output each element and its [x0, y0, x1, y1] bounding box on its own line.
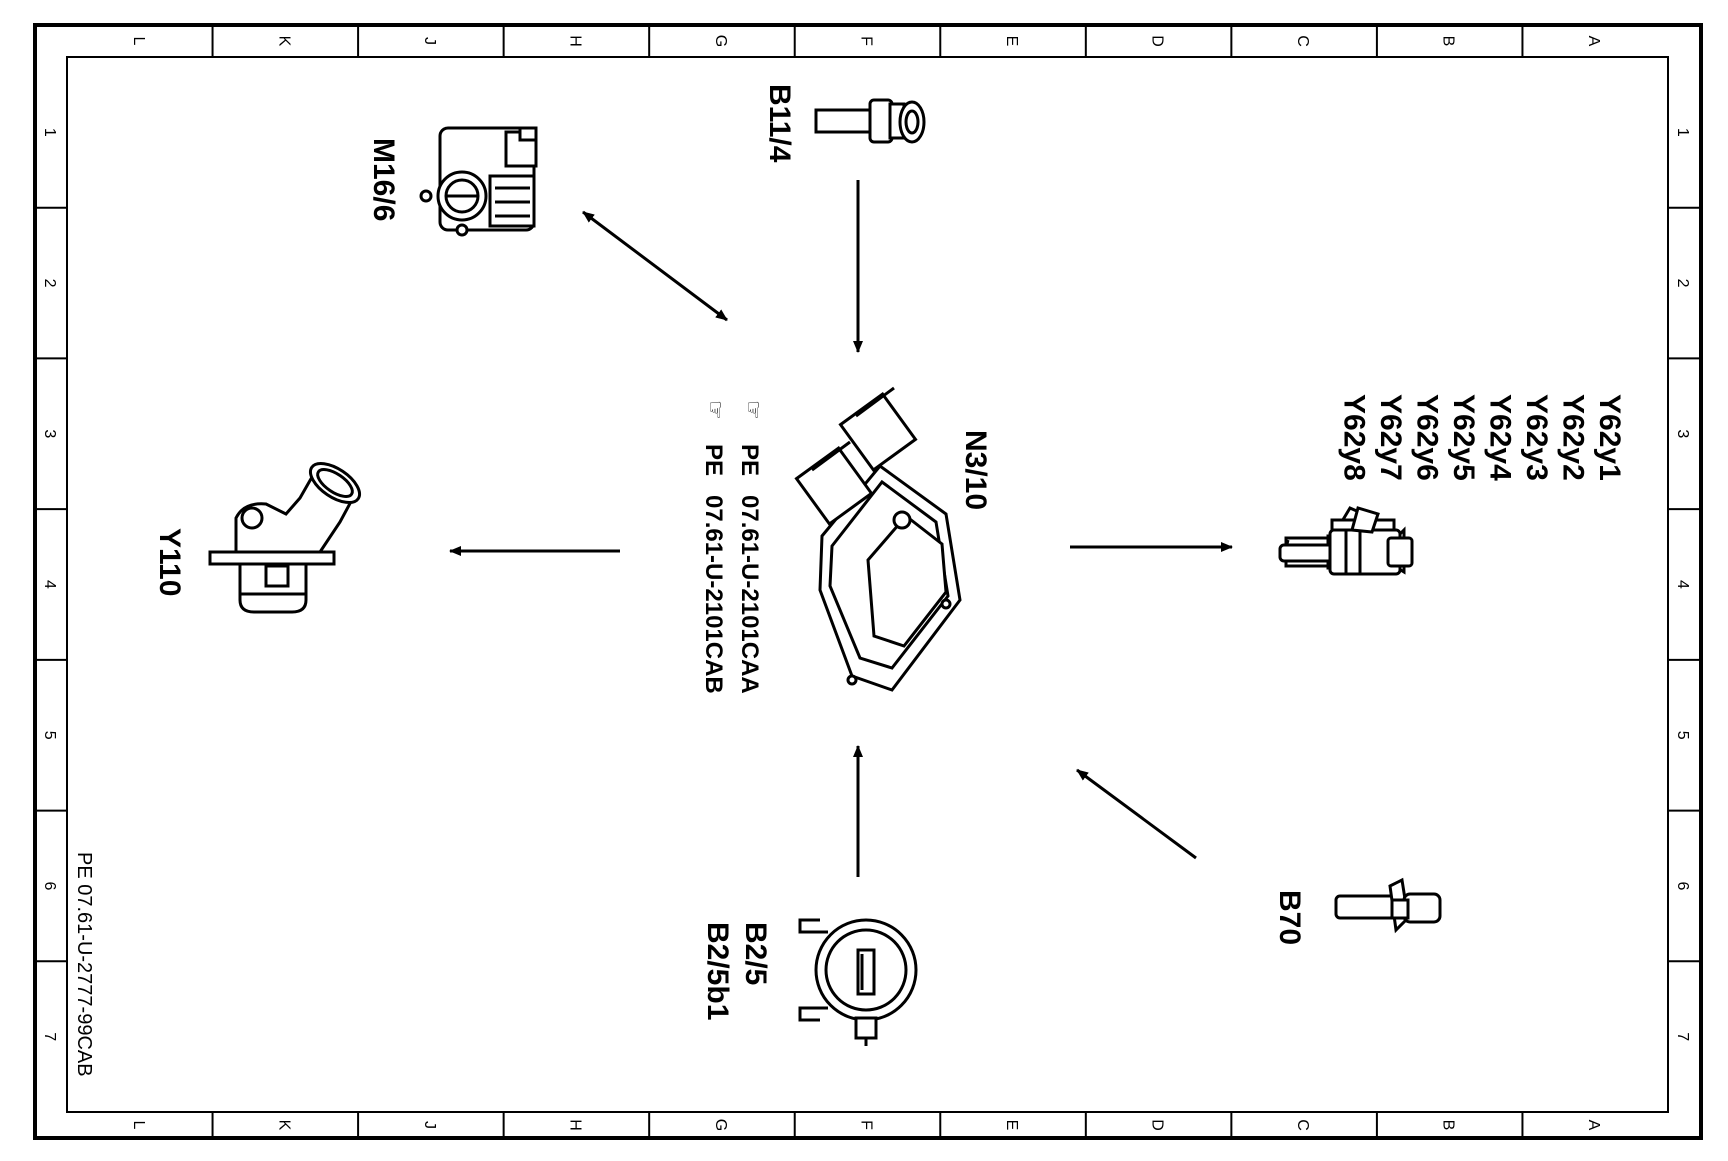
inner-border	[66, 56, 1669, 1113]
grid-column-label: L	[130, 37, 147, 46]
reference-2-prefix: PE	[700, 444, 727, 476]
crankshaft-sensor-label: B70	[1273, 890, 1306, 945]
air-mass-sensor-icon	[798, 918, 918, 1046]
hand-pointer-icon: ☞	[741, 400, 766, 420]
injector-label: Y62y1	[1593, 394, 1626, 481]
grid-column-label: H	[566, 1119, 583, 1131]
injector-label: Y62y2	[1557, 394, 1590, 481]
grid-column-label: E	[1003, 1120, 1020, 1131]
grid-row-label: 3	[1674, 429, 1691, 438]
grid-row-label: 4	[41, 580, 58, 589]
grid-column-label: J	[421, 37, 438, 45]
grid-ticks	[35, 25, 1701, 1138]
signal-arrows	[449, 180, 1233, 877]
reference-block: ☞ PE 07.61-U-2101CAA ☞ PE 07.61-U-2101CA…	[700, 400, 766, 694]
grid-row-label: 4	[1674, 580, 1691, 589]
grid-column-label: B	[1440, 36, 1457, 47]
reference-2: ☞ PE 07.61-U-2101CAB	[700, 400, 728, 694]
grid-row-label: 5	[1674, 731, 1691, 740]
throttle-label: M16/6	[367, 138, 400, 221]
camshaft-sensor-label: B11/4	[763, 84, 796, 163]
grid-column-label: K	[275, 1120, 292, 1131]
grid-column-label: G	[712, 1119, 729, 1131]
thermostat-label: Y110	[153, 528, 186, 596]
grid-column-label: K	[275, 36, 292, 47]
injector-label: Y62y8	[1338, 394, 1371, 481]
injector-label: Y62y7	[1374, 394, 1407, 481]
grid-row-label: 1	[1674, 128, 1691, 137]
grid-column-label: C	[1294, 35, 1311, 47]
throttle-valve-actuator-icon	[419, 126, 538, 237]
grid-column-label: L	[130, 1121, 147, 1130]
document-id: PE 07.61-U-2777-99CAB	[73, 852, 95, 1077]
grid-column-label: F	[858, 36, 875, 46]
grid-row-label: 3	[41, 429, 58, 438]
grid-column-label: H	[566, 35, 583, 47]
grid-column-label: C	[1294, 1119, 1311, 1131]
camshaft-sensor-icon	[814, 98, 926, 144]
grid-column-label: J	[421, 1121, 438, 1129]
outer-border	[33, 23, 1703, 1140]
grid-row-label: 2	[1674, 279, 1691, 288]
air-mass-sensor-label-2: B2/5b1	[701, 922, 734, 1020]
grid-row-label: 7	[41, 1032, 58, 1041]
injector-label: Y62y5	[1447, 394, 1480, 481]
drawing-frame: L L K K J J H H G G F F E E D D C C B B A A 1 1 2 2 3 3 4 4 5 5 6 6 7 7	[33, 23, 1703, 1140]
injector-label: Y62y6	[1411, 394, 1444, 481]
hand-pointer-icon: ☞	[703, 400, 728, 420]
grid-column-label: G	[712, 35, 729, 47]
grid-column-label: F	[858, 1120, 875, 1130]
injector-shaft	[1278, 506, 1414, 576]
grid-column-label: B	[1440, 1120, 1457, 1131]
engine-control-unit-icon	[794, 386, 962, 692]
grid-column-label: D	[1149, 35, 1166, 47]
air-mass-sensor-label-1: B2/5	[739, 922, 772, 985]
grid-column-label: D	[1149, 1119, 1166, 1131]
reference-1-prefix: PE	[736, 444, 763, 476]
ecu-label: N3/10	[959, 430, 992, 510]
grid-row-label: 6	[1674, 881, 1691, 890]
grid-row-label: 2	[41, 279, 58, 288]
grid-row-label: 1	[41, 128, 58, 137]
grid-column-label: A	[1585, 1120, 1602, 1131]
injector-label: Y62y3	[1520, 394, 1553, 481]
reference-2-code: 07.61-U-2101CAB	[700, 495, 727, 694]
grid-column-label: E	[1003, 36, 1020, 47]
grid-column-label: A	[1585, 36, 1602, 47]
injector-label: Y62y4	[1484, 394, 1517, 481]
grid-row-label: 7	[1674, 1032, 1691, 1041]
grid-row-label: 6	[41, 881, 58, 890]
arrow-throttle-bidirectional	[582, 210, 728, 322]
crankshaft-sensor-icon	[1334, 877, 1442, 934]
grid-labels: L L K K J J H H G G F F E E D D C C B B A A 1 1 2 2 3 3 4 4 5 5 6 6 7 7	[41, 35, 1691, 1131]
thermostat-icon	[208, 462, 361, 614]
grid-row-label: 5	[41, 731, 58, 740]
arrow-b70-to-ecu	[1076, 768, 1197, 860]
reference-1: ☞ PE 07.61-U-2101CAA	[736, 400, 766, 694]
reference-1-code: 07.61-U-2101CAA	[736, 495, 763, 694]
